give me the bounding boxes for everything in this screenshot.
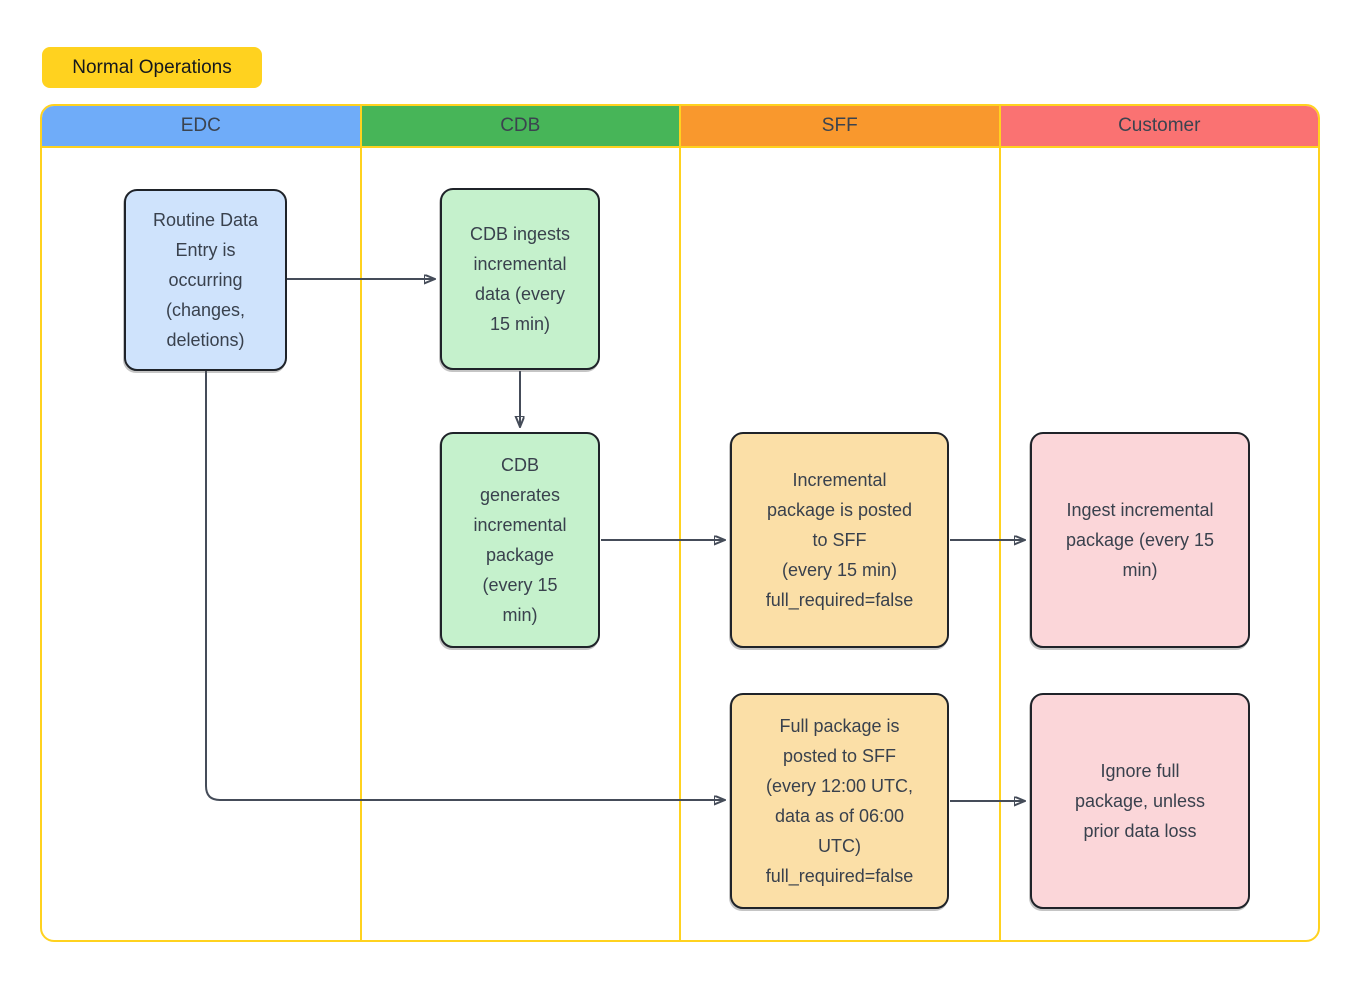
diagram-title-label: Normal Operations bbox=[72, 56, 232, 78]
swimlane-frame: EDC CDB SFF Customer bbox=[40, 104, 1320, 942]
node-full-posted[interactable]: Full package is posted to SFF (every 12:… bbox=[730, 693, 949, 909]
node-cdb-generates[interactable]: CDB generates incremental package (every… bbox=[440, 432, 600, 648]
lane-edc: EDC bbox=[42, 106, 362, 940]
node-routine-data-entry[interactable]: Routine Data Entry is occurring (changes… bbox=[124, 189, 287, 371]
lane-sff: SFF bbox=[681, 106, 1001, 940]
node-full-posted-text: Full package is posted to SFF (every 12:… bbox=[765, 716, 914, 886]
node-cdb-generates-text: CDB generates incremental package (every… bbox=[473, 455, 567, 625]
lane-label-edc: EDC bbox=[180, 115, 221, 136]
node-routine-data-entry-text: Routine Data Entry is occurring (changes… bbox=[152, 210, 259, 350]
diagram-title-badge[interactable]: Normal Operations bbox=[42, 47, 262, 88]
lane-header-sff[interactable]: SFF bbox=[681, 106, 999, 148]
node-incremental-posted-text: Incremental package is posted to SFF (ev… bbox=[765, 470, 914, 610]
lane-customer: Customer bbox=[1000, 106, 1318, 940]
node-ingest-incremental-text: Ingest incremental package (every 15 min… bbox=[1065, 500, 1215, 580]
node-cdb-ingests[interactable]: CDB ingests incremental data (every 15 m… bbox=[440, 188, 600, 370]
lane-header-edc[interactable]: EDC bbox=[42, 106, 360, 148]
node-incremental-posted[interactable]: Incremental package is posted to SFF (ev… bbox=[730, 432, 949, 648]
lane-header-customer[interactable]: Customer bbox=[1000, 106, 1318, 148]
node-ignore-full-text: Ignore full package, unless prior data l… bbox=[1074, 761, 1206, 841]
node-ignore-full[interactable]: Ignore full package, unless prior data l… bbox=[1030, 693, 1250, 909]
lane-header-cdb[interactable]: CDB bbox=[361, 106, 679, 148]
lane-label-customer: Customer bbox=[1118, 115, 1201, 136]
lane-label-cdb: CDB bbox=[500, 115, 541, 136]
lane-label-sff: SFF bbox=[821, 115, 858, 136]
node-ingest-incremental[interactable]: Ingest incremental package (every 15 min… bbox=[1030, 432, 1250, 648]
node-cdb-ingests-text: CDB ingests incremental data (every 15 m… bbox=[469, 224, 571, 334]
